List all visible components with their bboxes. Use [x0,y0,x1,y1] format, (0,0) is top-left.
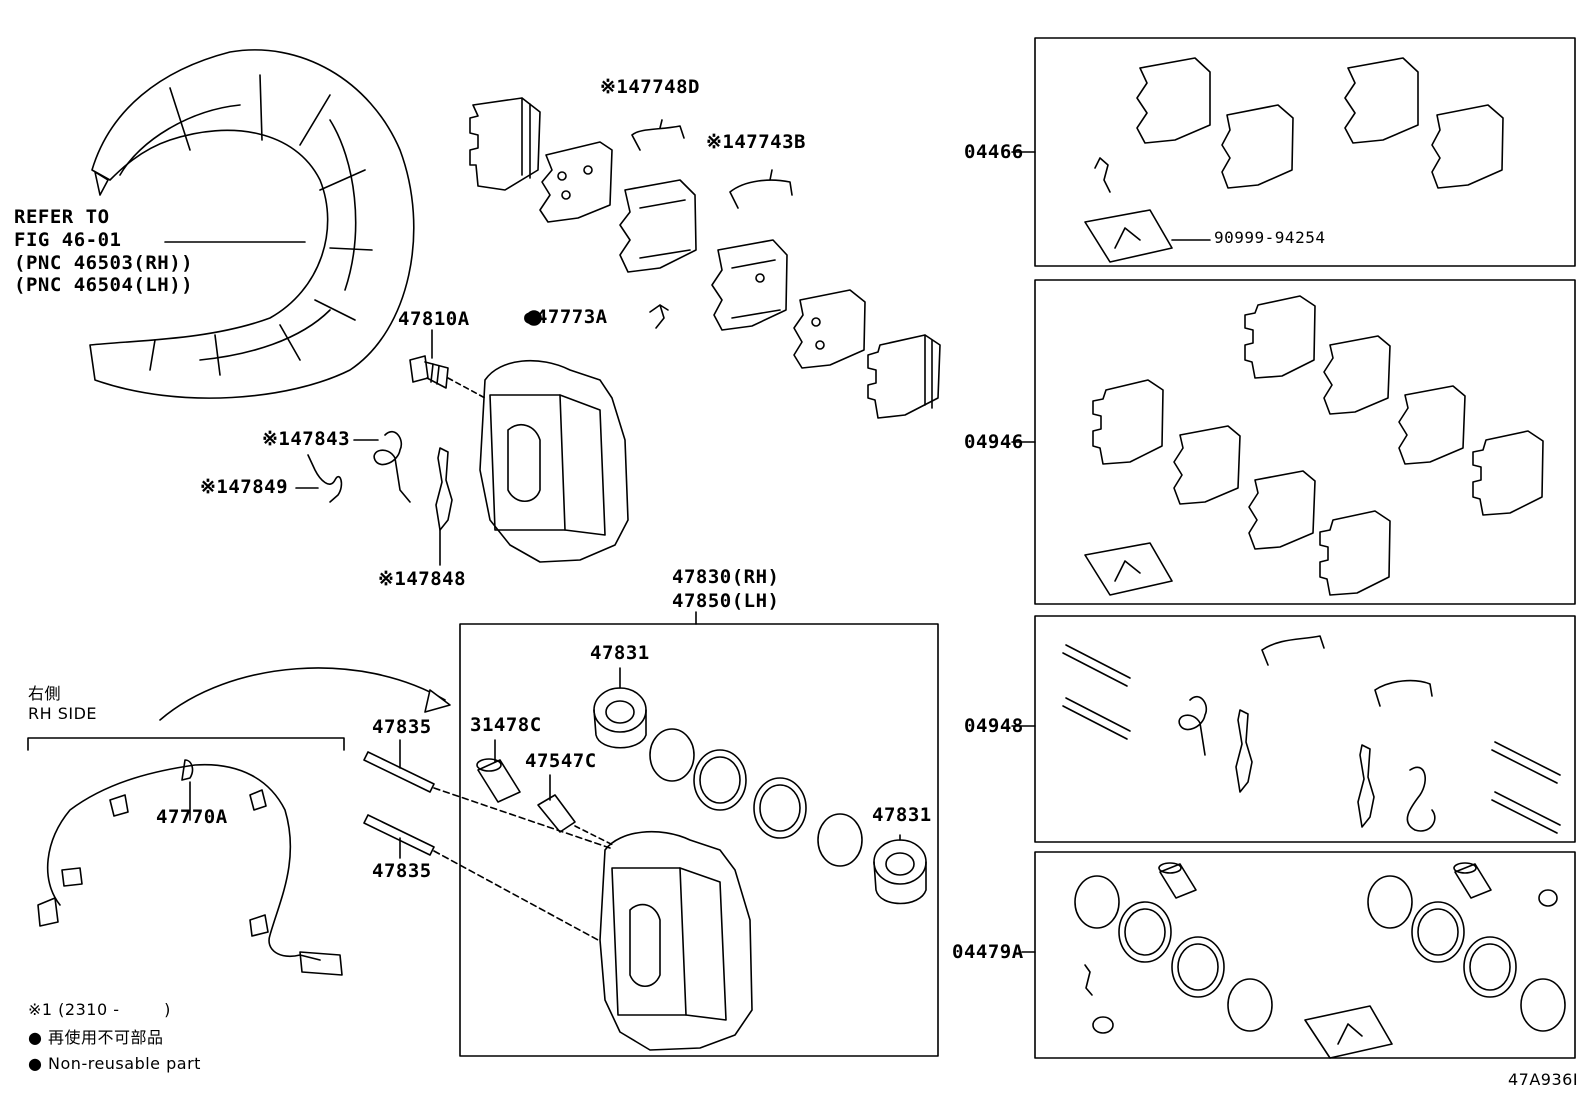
label-47849: ※147849 [200,476,289,498]
refer-note-line-3: (PNC 46503(RH)) [14,252,194,274]
rh-side-arrow [159,667,446,721]
kit-04948-drawing [1062,635,1561,834]
pad-parts-drawing [469,97,941,419]
label-47850: 47850(LH) [672,590,780,612]
label-47835-top: 47835 [372,716,432,738]
caliper-upper-drawing [479,359,629,563]
kit-box-04479A [1034,851,1576,1059]
caliper-kit-drawing [363,687,927,1051]
refer-note-line-4: (PNC 46504(LH)) [14,274,194,296]
figure-id: 47A936I [1508,1070,1579,1089]
label-kit-04479A: 04479A [952,941,1024,963]
kit-04946-drawing [1084,295,1544,596]
label-47843: ※147843 [262,428,351,450]
rh-side-bracket [27,737,345,751]
label-47810A: 47810A [398,308,470,330]
kit-box-04948 [1034,615,1576,843]
label-47773A: ●47773A [524,306,608,328]
label-47830: 47830(RH) [672,566,780,588]
rh-side-jp: 右側 [28,684,62,703]
label-47743B: ※147743B [706,131,806,153]
label-47835-bottom: 47835 [372,860,432,882]
label-kit-04946: 04946 [964,431,1024,453]
caliper-kit-box [459,623,939,1057]
kit-box-04946 [1034,279,1576,605]
label-kit-04466: 04466 [964,141,1024,163]
label-kit-04948: 04948 [964,715,1024,737]
legend-note-1: ※1 (2310 - ) [28,1000,171,1019]
legend-non-reusable-jp: ● 再使用不可部品 [28,1028,164,1047]
refer-note-line-2: FIG 46-01 [14,229,122,251]
speed-sensor-drawing [37,759,343,976]
refer-note-line-1: REFER TO [14,206,110,228]
label-31478C: 31478C [470,714,542,736]
kit-04466-drawing [1084,57,1504,263]
label-47770A: 47770A [156,806,228,828]
bolt-47810A-drawing [409,329,486,399]
label-47831-right: 47831 [872,804,932,826]
legend-non-reusable-en: ● Non-reusable part [28,1054,201,1073]
label-90999-94254: 90999-94254 [1214,228,1326,247]
spring-clips-drawing [307,430,453,531]
label-47831-top: 47831 [590,642,650,664]
label-47848: ※147848 [378,568,467,590]
label-47748D: ※147748D [600,76,700,98]
rh-side-en: RH SIDE [28,704,98,723]
kit-04479A-drawing [1074,862,1566,1059]
label-47547C: 47547C [525,750,597,772]
dust-shield-drawing [89,49,415,399]
